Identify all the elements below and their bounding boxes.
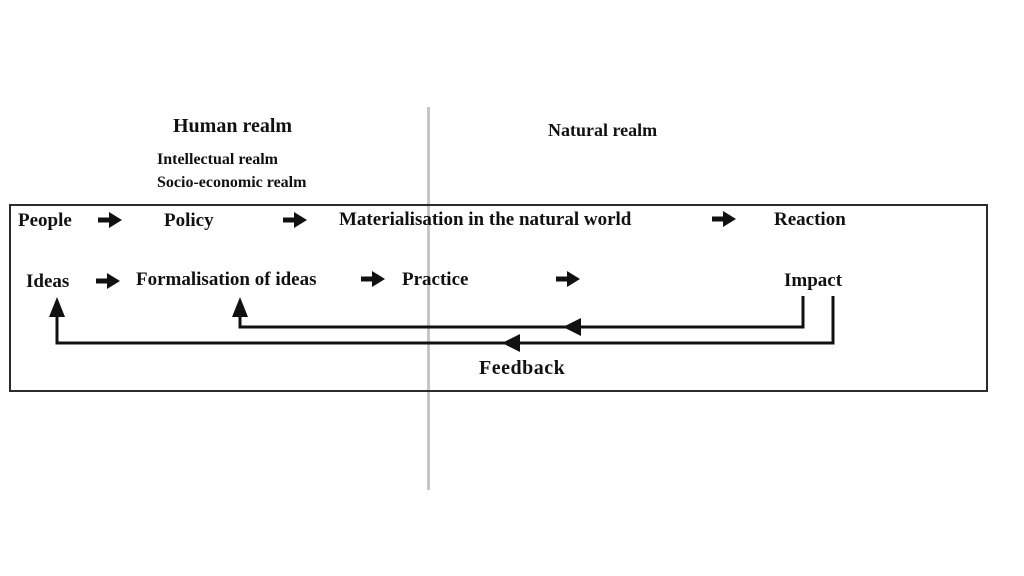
- feedback-label: Feedback: [479, 357, 566, 379]
- right-arrow-icon: [361, 271, 385, 287]
- node-people: People: [18, 210, 72, 231]
- socio-economic-realm-label: Socio-economic realm: [157, 174, 307, 191]
- right-arrow-icon: [712, 211, 736, 227]
- natural-realm-title: Natural realm: [548, 120, 658, 140]
- intellectual-realm-label: Intellectual realm: [157, 151, 279, 168]
- process-box: [9, 204, 988, 392]
- right-arrow-icon: [98, 212, 122, 228]
- node-practice: Practice: [402, 269, 469, 290]
- node-impact: Impact: [784, 270, 843, 291]
- right-arrow-icon: [556, 271, 580, 287]
- node-policy: Policy: [164, 210, 214, 231]
- node-formalisation: Formalisation of ideas: [136, 269, 317, 290]
- node-reaction: Reaction: [774, 209, 846, 230]
- node-materialisation: Materialisation in the natural world: [339, 209, 632, 230]
- right-arrow-icon: [283, 212, 307, 228]
- human-realm-title: Human realm: [173, 115, 293, 137]
- right-arrow-icon: [96, 273, 120, 289]
- node-ideas: Ideas: [26, 271, 70, 292]
